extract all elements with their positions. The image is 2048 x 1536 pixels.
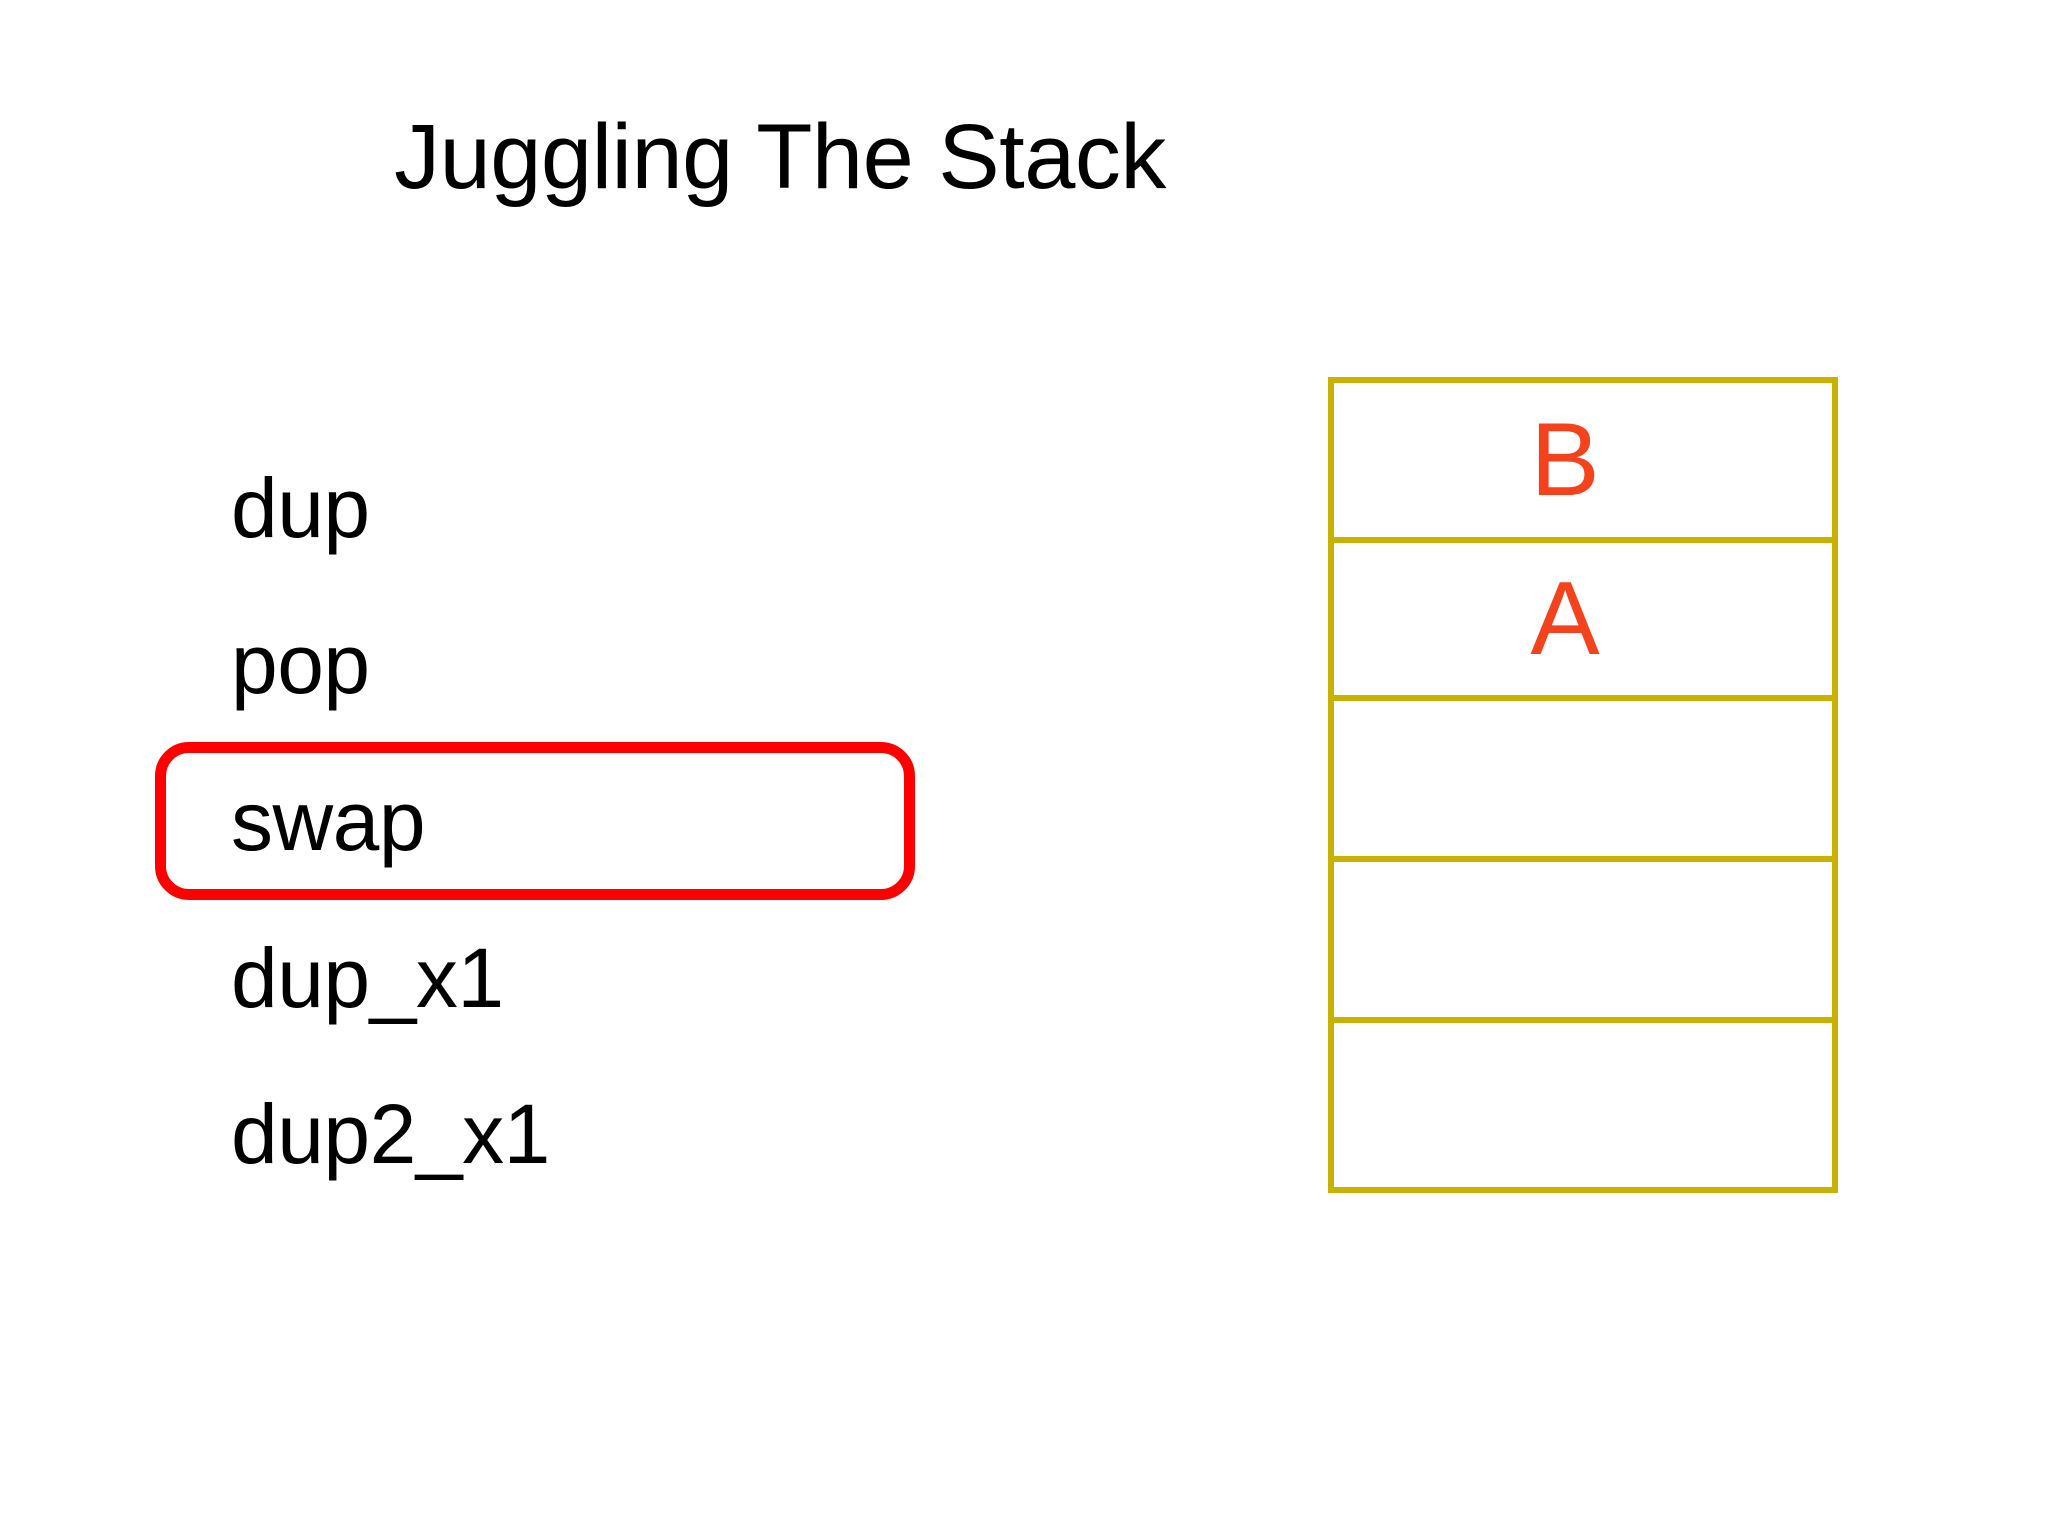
operation-label: pop (231, 617, 370, 711)
stack-cell (1334, 701, 1832, 862)
stack-cell (1334, 862, 1832, 1023)
list-item-dup2-x1[interactable]: dup2_x1 (155, 1056, 915, 1212)
list-item-swap-highlighted[interactable]: swap (155, 742, 915, 900)
operation-list: dup pop swap dup_x1 dup2_x1 (155, 430, 915, 1212)
list-item-dup-x1[interactable]: dup_x1 (155, 900, 915, 1056)
stack-cell-value: A (1530, 561, 1600, 677)
stack-cell: A (1334, 543, 1832, 701)
list-item-pop[interactable]: pop (155, 586, 915, 742)
operation-label: swap (231, 774, 426, 868)
stack-diagram: B A (1328, 377, 1838, 1193)
operation-label: dup_x1 (231, 931, 504, 1025)
operation-label: dup (231, 461, 370, 555)
stack-cell: B (1334, 383, 1832, 543)
stack-cell-value: B (1530, 402, 1600, 518)
list-item-dup[interactable]: dup (155, 430, 915, 586)
stack-cell (1334, 1023, 1832, 1187)
page-title: Juggling The Stack (394, 106, 1166, 208)
operation-label: dup2_x1 (231, 1087, 550, 1181)
